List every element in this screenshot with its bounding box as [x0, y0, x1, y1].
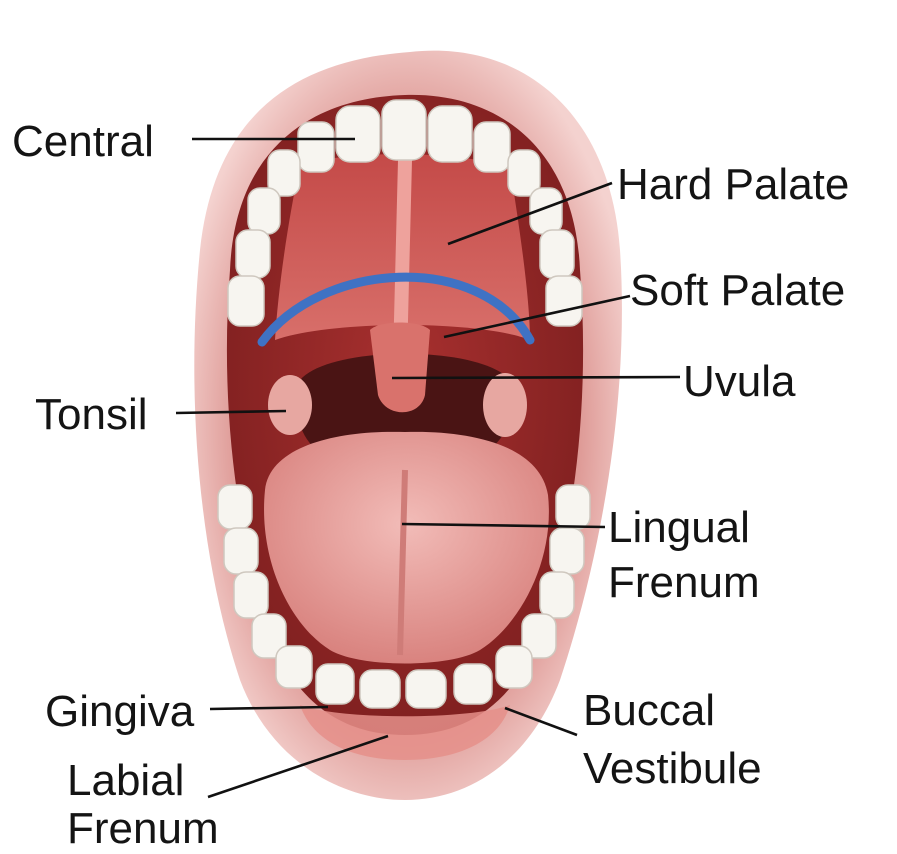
label-buccal-vestibule-line1: Buccal [583, 686, 715, 735]
label-tonsil: Tonsil [35, 390, 148, 439]
label-soft-palate: Soft Palate [630, 266, 845, 315]
label-central: Central [12, 117, 154, 166]
label-uvula: Uvula [683, 357, 796, 406]
label-gingiva: Gingiva [45, 687, 195, 736]
label-buccal-vestibule-line2: Vestibule [583, 744, 762, 793]
label-labial-frenum-line1: Labial [67, 756, 184, 805]
label-labial-frenum-line2: Frenum [67, 804, 219, 849]
label-hard-palate: Hard Palate [617, 160, 849, 209]
label-lingual-frenum-line2: Frenum [608, 558, 760, 607]
tonsil-right [483, 373, 527, 437]
label-lingual-frenum-line1: Lingual [608, 503, 750, 552]
tonsil-left [268, 375, 312, 435]
